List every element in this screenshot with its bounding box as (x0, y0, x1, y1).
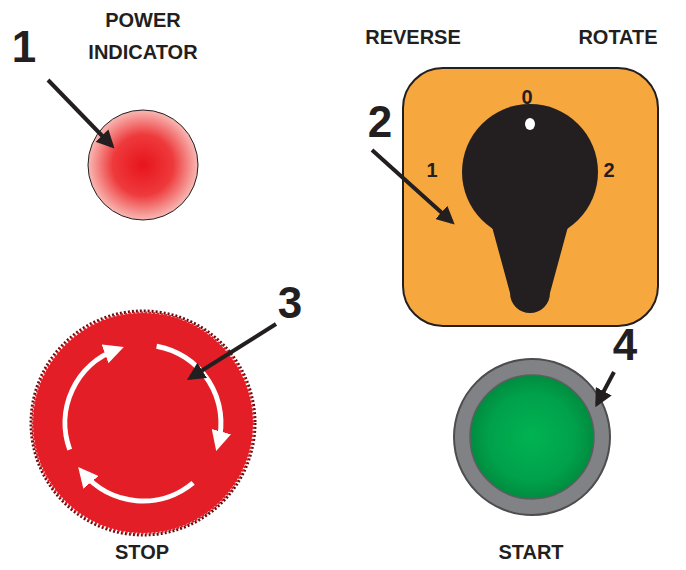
rotation-arrow (65, 350, 116, 450)
callout-number: 2 (368, 98, 392, 146)
switch-position: 0 (521, 86, 532, 109)
leader-arrow (597, 372, 614, 404)
part-caption: STOP (115, 541, 169, 563)
knob-pointer (525, 118, 535, 130)
start-button (470, 375, 594, 499)
rotation-arrow (157, 346, 221, 443)
callout-number: 4 (613, 321, 637, 369)
switch-position: 1 (426, 159, 437, 182)
stop-button (33, 313, 253, 533)
callout-number: 3 (278, 279, 302, 327)
position-caption: REVERSE (365, 26, 461, 48)
switch-plate (403, 68, 658, 326)
switch-handle (488, 212, 572, 313)
part-caption: START (498, 541, 563, 563)
stop-serration (31, 311, 255, 535)
switch-position: 2 (603, 159, 614, 182)
position-caption: ROTATE (578, 26, 657, 48)
leader-arrow (372, 150, 452, 222)
part-caption: POWER INDICATOR (73, 4, 213, 68)
leader-arrow (190, 324, 276, 378)
rotation-arrow (83, 473, 193, 501)
power-lamp (88, 110, 198, 220)
start-bezel (454, 359, 610, 515)
callout-number: 1 (12, 23, 36, 71)
selector-switch: 0 1 2 (403, 68, 658, 326)
leader-arrow (48, 80, 112, 146)
